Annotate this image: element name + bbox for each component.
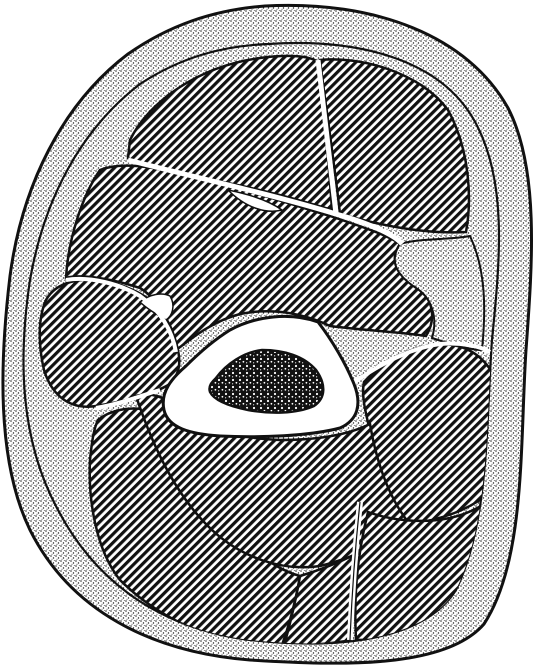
cross-section-svg (0, 0, 541, 668)
cross-section-figure (0, 0, 541, 668)
